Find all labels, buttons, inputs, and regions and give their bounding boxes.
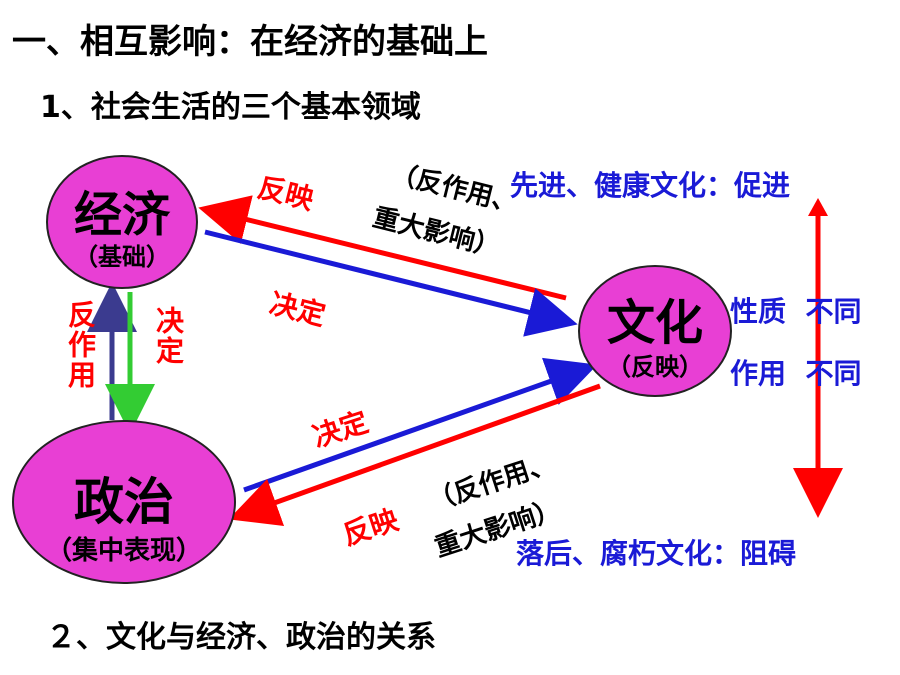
arrow-culture-to-politics	[228, 383, 601, 527]
arrow-culture-to-economy	[198, 195, 567, 301]
backward-culture-text: 落后、腐朽文化：阻碍	[516, 537, 797, 570]
politics-label: 政治	[74, 473, 174, 531]
culture-role-text: 作用 不同	[730, 357, 862, 390]
page-title: 一、相互影响：在经济的基础上	[12, 22, 488, 62]
advanced-culture-text: 先进、健康文化：促进	[510, 169, 791, 202]
arrow-politics-to-culture	[243, 357, 598, 493]
economy-note: （基础）	[74, 243, 170, 271]
culture-nature-text: 性质 不同	[730, 295, 862, 328]
economy-node: 经济 （基础）	[46, 155, 198, 289]
politics-note: （集中表现）	[45, 536, 202, 566]
section-subtitle: 1、社会生活的三个基本领域	[40, 90, 421, 125]
arrow-economy-to-culture	[204, 229, 578, 337]
label-politics-reaction: 反作用	[64, 300, 97, 390]
politics-node: 政治 （集中表现）	[12, 420, 236, 584]
label-econ-decides-politics: 决定	[152, 306, 185, 366]
culture-label: 文化	[606, 295, 703, 351]
culture-note: （反映）	[607, 353, 703, 381]
culture-node: 文化 （反映）	[578, 265, 732, 397]
arrow-culture-spectrum-top-head	[808, 198, 828, 216]
footer-heading: ２、文化与经济、政治的关系	[46, 620, 436, 655]
economy-label: 经济	[73, 187, 170, 243]
